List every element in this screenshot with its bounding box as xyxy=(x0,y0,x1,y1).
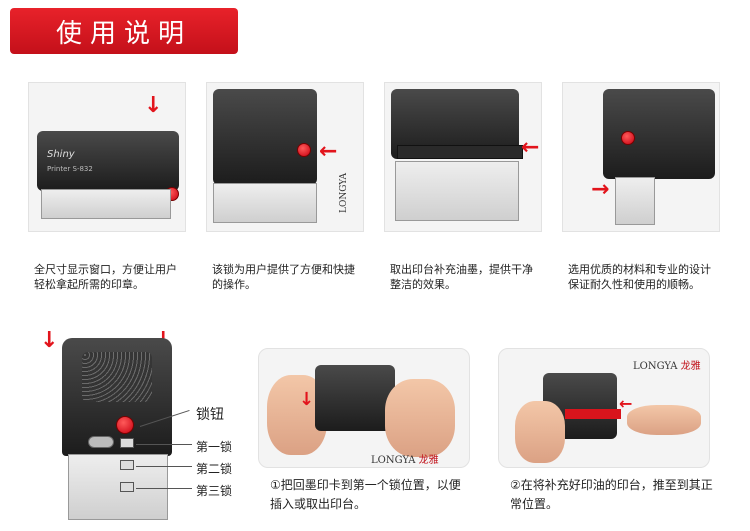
step-1-photo: ↓ LONGYA 龙雅 xyxy=(258,348,470,468)
clear-window xyxy=(395,161,519,221)
right-arrow-icon: → xyxy=(591,177,610,202)
stamp-brand-logo: Shiny xyxy=(47,149,75,160)
panel-4-caption: 选用优质的材料和专业的设计保证耐久性和使用的顺畅。 xyxy=(568,263,711,291)
stamp-body xyxy=(37,131,179,191)
leader-line xyxy=(136,466,192,467)
left-hand xyxy=(515,401,565,463)
lock-notch-3 xyxy=(120,482,134,492)
stamp-diagram: ↓ ↓ xyxy=(40,326,260,526)
lock-button-icon xyxy=(621,131,635,145)
stamp-body xyxy=(603,89,715,179)
step-2-brand: LONGYA 龙雅 xyxy=(633,361,701,372)
step-1-brand: LONGYA 龙雅 xyxy=(371,455,439,466)
step-2-text: ②在将补充好印油的印台，推至到其正常位置。 xyxy=(510,478,713,511)
ink-pad xyxy=(565,409,621,419)
lock-slot xyxy=(88,436,114,448)
ink-pad-tray xyxy=(397,145,523,159)
down-arrow-icon: ↓ xyxy=(144,93,163,118)
clear-window xyxy=(615,177,655,225)
step-2-photo: LONGYA 龙雅 ← xyxy=(498,348,710,468)
left-arrow-icon: ← xyxy=(521,135,540,160)
lock-button-label: 锁钮 xyxy=(196,407,224,423)
lock-notch-1 xyxy=(120,438,134,448)
page-title: 使用说明 xyxy=(10,8,238,54)
lock-1-label: 第一锁 xyxy=(196,440,233,454)
down-arrow-icon: ↓ xyxy=(299,389,315,410)
panel-1-photo: ↓ Shiny Printer S-832 xyxy=(28,82,186,232)
panel-2-caption: 该锁为用户提供了方便和快捷的操作。 xyxy=(212,263,355,291)
stamp-body xyxy=(315,365,395,431)
leader-line xyxy=(136,488,192,489)
panel-3-caption: 取出印台补充油墨，提供干净整洁的效果。 xyxy=(390,263,533,291)
left-arrow-icon: ← xyxy=(619,394,633,413)
panel-4-photo: → xyxy=(562,82,720,232)
clear-base xyxy=(68,454,168,520)
left-arrow-icon: ← xyxy=(319,139,338,164)
lock-2-label: 第二锁 xyxy=(196,462,233,476)
panel-2-photo: ← LONGYA xyxy=(206,82,364,232)
lock-3-label: 第三锁 xyxy=(196,484,233,498)
lock-button-icon xyxy=(116,416,134,434)
finger xyxy=(627,405,701,435)
right-hand xyxy=(385,379,455,457)
stamp-model-label: Printer S-832 xyxy=(47,165,93,173)
panel-3-photo: ← xyxy=(384,82,542,232)
clear-window xyxy=(41,189,171,219)
brand-vertical: LONGYA xyxy=(339,173,349,214)
down-arrow-icon: ↓ xyxy=(40,328,59,353)
clear-window xyxy=(213,183,317,223)
speaker-grille xyxy=(82,352,152,402)
leader-line xyxy=(136,444,192,445)
lock-button-icon xyxy=(297,143,311,157)
stamp-body xyxy=(213,89,317,185)
lock-notch-2 xyxy=(120,460,134,470)
panel-1-caption: 全尺寸显示窗口，方便让用户轻松拿起所需的印章。 xyxy=(34,263,177,291)
step-1-text: ①把回墨印卡到第一个锁位置，以便插入或取出印台。 xyxy=(270,478,461,511)
